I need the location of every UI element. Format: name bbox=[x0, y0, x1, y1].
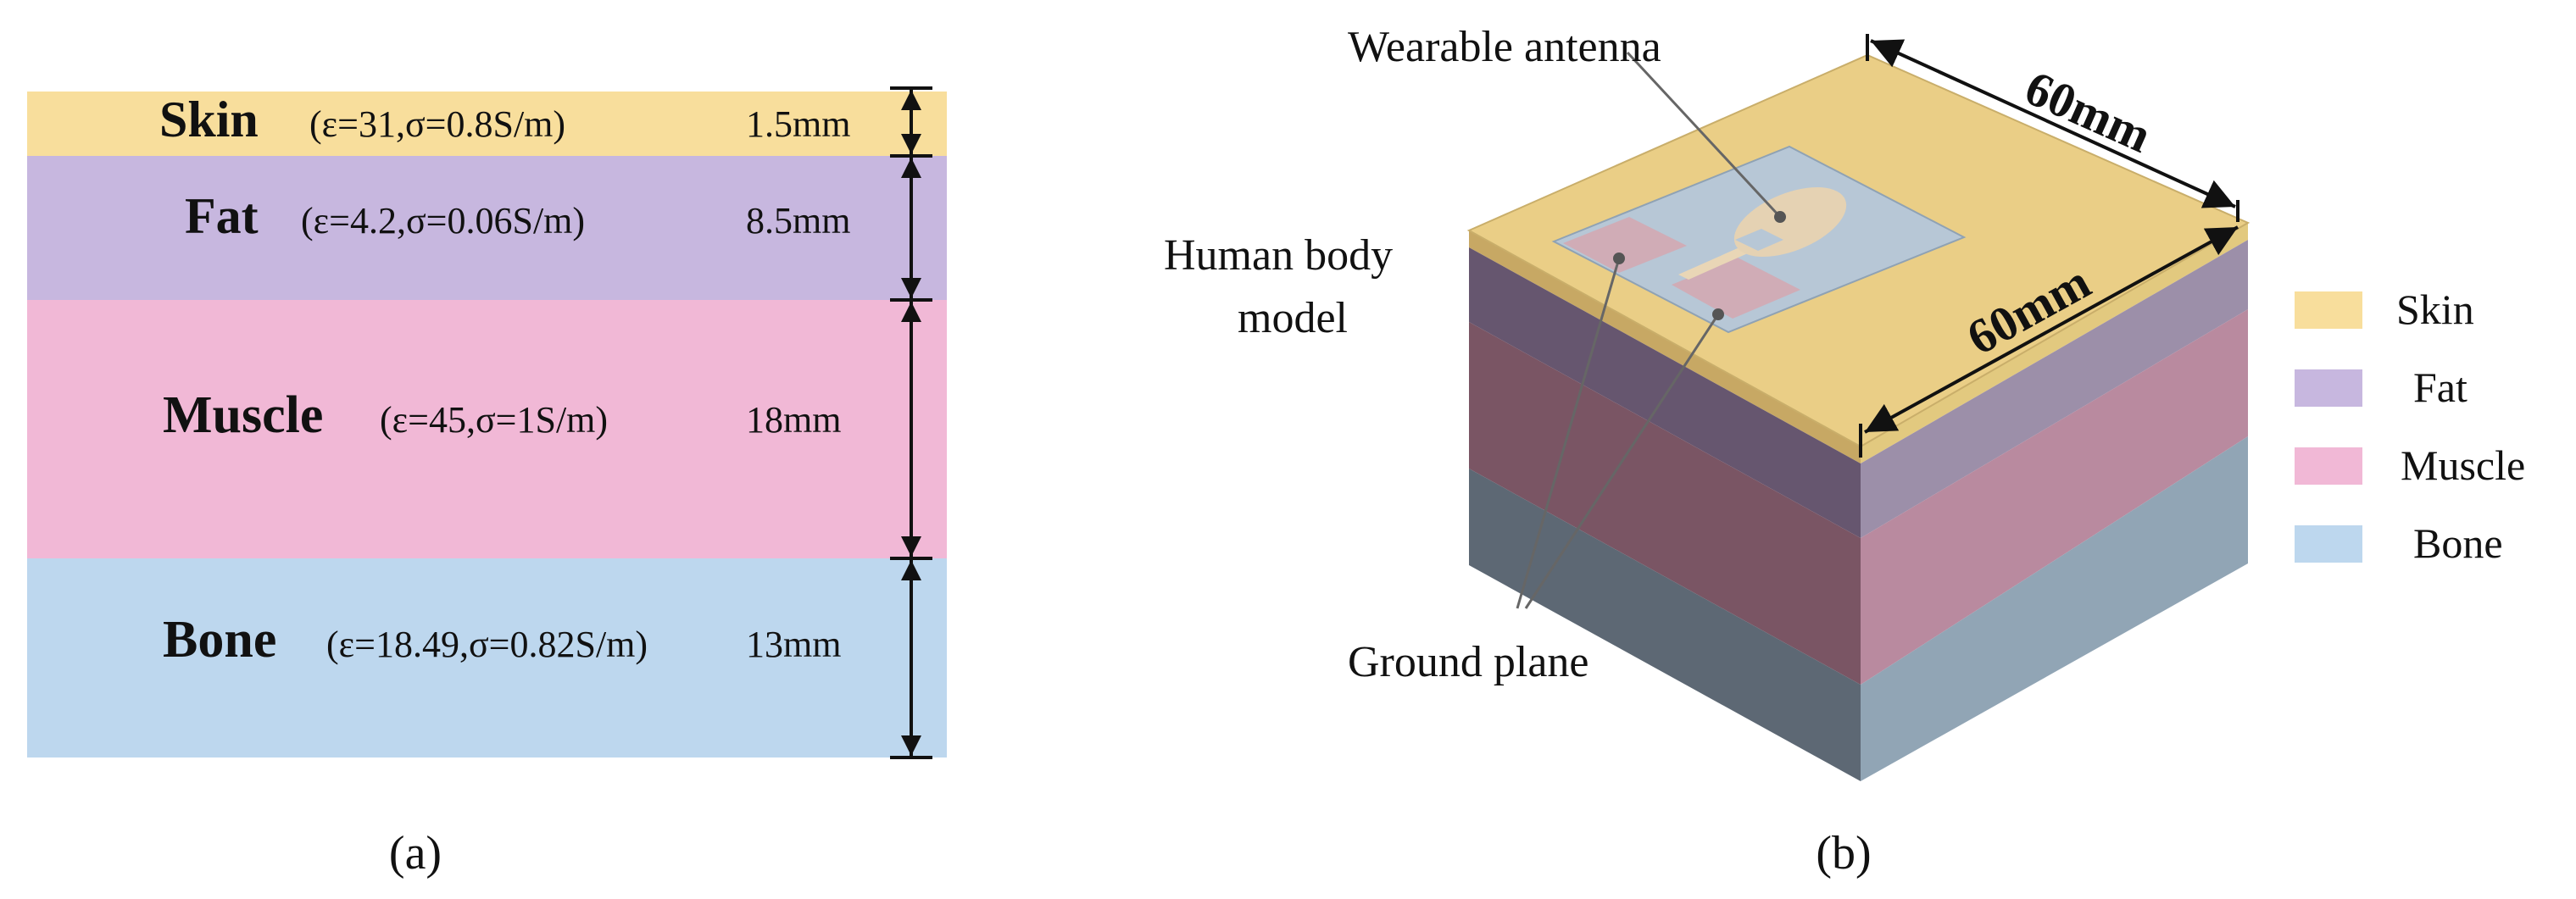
panel-b-label: (b) bbox=[1816, 827, 1871, 880]
legend-label-fat: Fat bbox=[2413, 363, 2468, 411]
body-model-callout-line2: model bbox=[1238, 294, 1348, 342]
body-model-callout-line1: Human body bbox=[1164, 231, 1393, 280]
bone-thickness: 13mm bbox=[746, 624, 841, 665]
fat-layer bbox=[27, 156, 947, 300]
feed-line bbox=[1678, 247, 1750, 280]
fat-thickness: 8.5mm bbox=[746, 200, 850, 241]
legend-swatch-bone bbox=[2295, 525, 2362, 563]
skin-name: Skin bbox=[159, 92, 259, 147]
patch-slot bbox=[1735, 229, 1783, 251]
dimension-arrows bbox=[1859, 34, 2239, 458]
dimension-arrowheads bbox=[901, 90, 921, 756]
legend-label-bone: Bone bbox=[2413, 519, 2503, 567]
skin-thickness: 1.5mm bbox=[746, 103, 850, 145]
fat-props: (ε=4.2,σ=0.06S/m) bbox=[301, 200, 585, 241]
bone-props: (ε=18.49,σ=0.82S/m) bbox=[326, 624, 648, 665]
muscle-name: Muscle bbox=[163, 386, 323, 444]
skin-props: (ε=31,σ=0.8S/m) bbox=[309, 103, 565, 145]
fat-name: Fat bbox=[185, 188, 259, 244]
antenna-callout: Wearable antenna bbox=[1348, 23, 1661, 71]
panel-a: Skin (ε=31,σ=0.8S/m) 1.5mm Fat (ε=4.2,σ=… bbox=[27, 86, 947, 880]
muscle-props: (ε=45,σ=1S/m) bbox=[380, 399, 608, 441]
skin-layer bbox=[27, 92, 947, 156]
legend-swatch-muscle bbox=[2295, 447, 2362, 485]
bone-layer bbox=[27, 558, 947, 757]
top-dimension-arrow bbox=[1870, 39, 2236, 208]
legend-label-skin: Skin bbox=[2396, 286, 2474, 333]
legend-label-muscle: Muscle bbox=[2401, 441, 2525, 489]
bone-name: Bone bbox=[163, 611, 276, 669]
ground-plane-callout: Ground plane bbox=[1348, 638, 1588, 686]
leader-lines bbox=[1516, 51, 1782, 609]
legend-swatch-fat bbox=[2295, 369, 2362, 407]
wearable-antenna bbox=[1551, 145, 1967, 334]
muscle-thickness: 18mm bbox=[746, 399, 841, 441]
panel-a-label: (a) bbox=[389, 827, 442, 880]
ground-plane-left bbox=[1563, 217, 1687, 273]
muscle-layer bbox=[27, 300, 947, 558]
panel-b: 60mm 60mm Wearable antenna Human body mo… bbox=[1164, 23, 2525, 880]
leader-dots bbox=[1613, 211, 1786, 320]
thickness-dimension-bar bbox=[890, 86, 932, 759]
legend: Skin Fat Muscle Bone bbox=[2295, 286, 2525, 567]
side-dimension-arrow bbox=[1864, 225, 2239, 434]
legend-swatch-skin bbox=[2295, 291, 2362, 329]
